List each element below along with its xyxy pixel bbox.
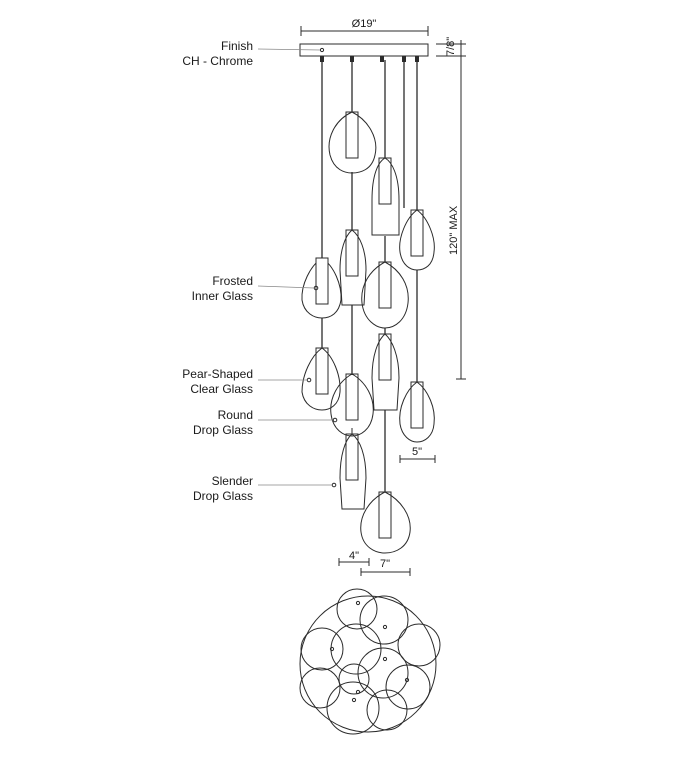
plan-canopy-outline (299, 595, 437, 733)
pendant-round-top (328, 111, 377, 174)
pendant-frosted-left (301, 257, 342, 319)
pendant-pear-right-upper (399, 209, 435, 271)
pendant-round-center (361, 261, 409, 329)
pendant-slender-center-lower (371, 333, 400, 411)
overall-height-text: 120" MAX (448, 205, 460, 255)
slender-leader-dot (331, 482, 337, 488)
plan-view (299, 588, 441, 735)
cable-mounts (320, 56, 419, 62)
pendant-slender-bottom (339, 428, 367, 510)
finish-leader-dot (319, 47, 325, 53)
pendant-pear-left-lower (301, 347, 341, 411)
frosted-leader-line (257, 285, 315, 289)
offset-small-text: 4" (349, 550, 359, 562)
pendant-slender-upper (371, 157, 400, 236)
frosted-leader-dot (313, 285, 319, 291)
pendant-pear-right-lower (399, 381, 435, 443)
offset-large-text: 7" (380, 558, 390, 570)
shade-width-dimension: 5" (399, 446, 436, 463)
offset-dimensions: 4" 7" (338, 550, 411, 576)
shade-width-text: 5" (412, 446, 422, 458)
pendant-round-bottom (360, 491, 411, 554)
canopy-height-dimension: 7/8" (436, 37, 466, 60)
finish-leader-line (257, 48, 321, 51)
canopy-diameter-text: Ø19" (352, 18, 377, 30)
canopy-diameter-dimension: Ø19" (300, 18, 429, 36)
cables (321, 60, 418, 492)
round-leader-dot (332, 417, 338, 423)
canopy-height-text: 7/8" (445, 37, 457, 56)
pendant-round-left-lower (330, 373, 374, 437)
pear-leader-dot (306, 377, 312, 383)
pendant-slender-middle (339, 229, 367, 306)
overall-height-dimension: 120" MAX (448, 60, 466, 380)
